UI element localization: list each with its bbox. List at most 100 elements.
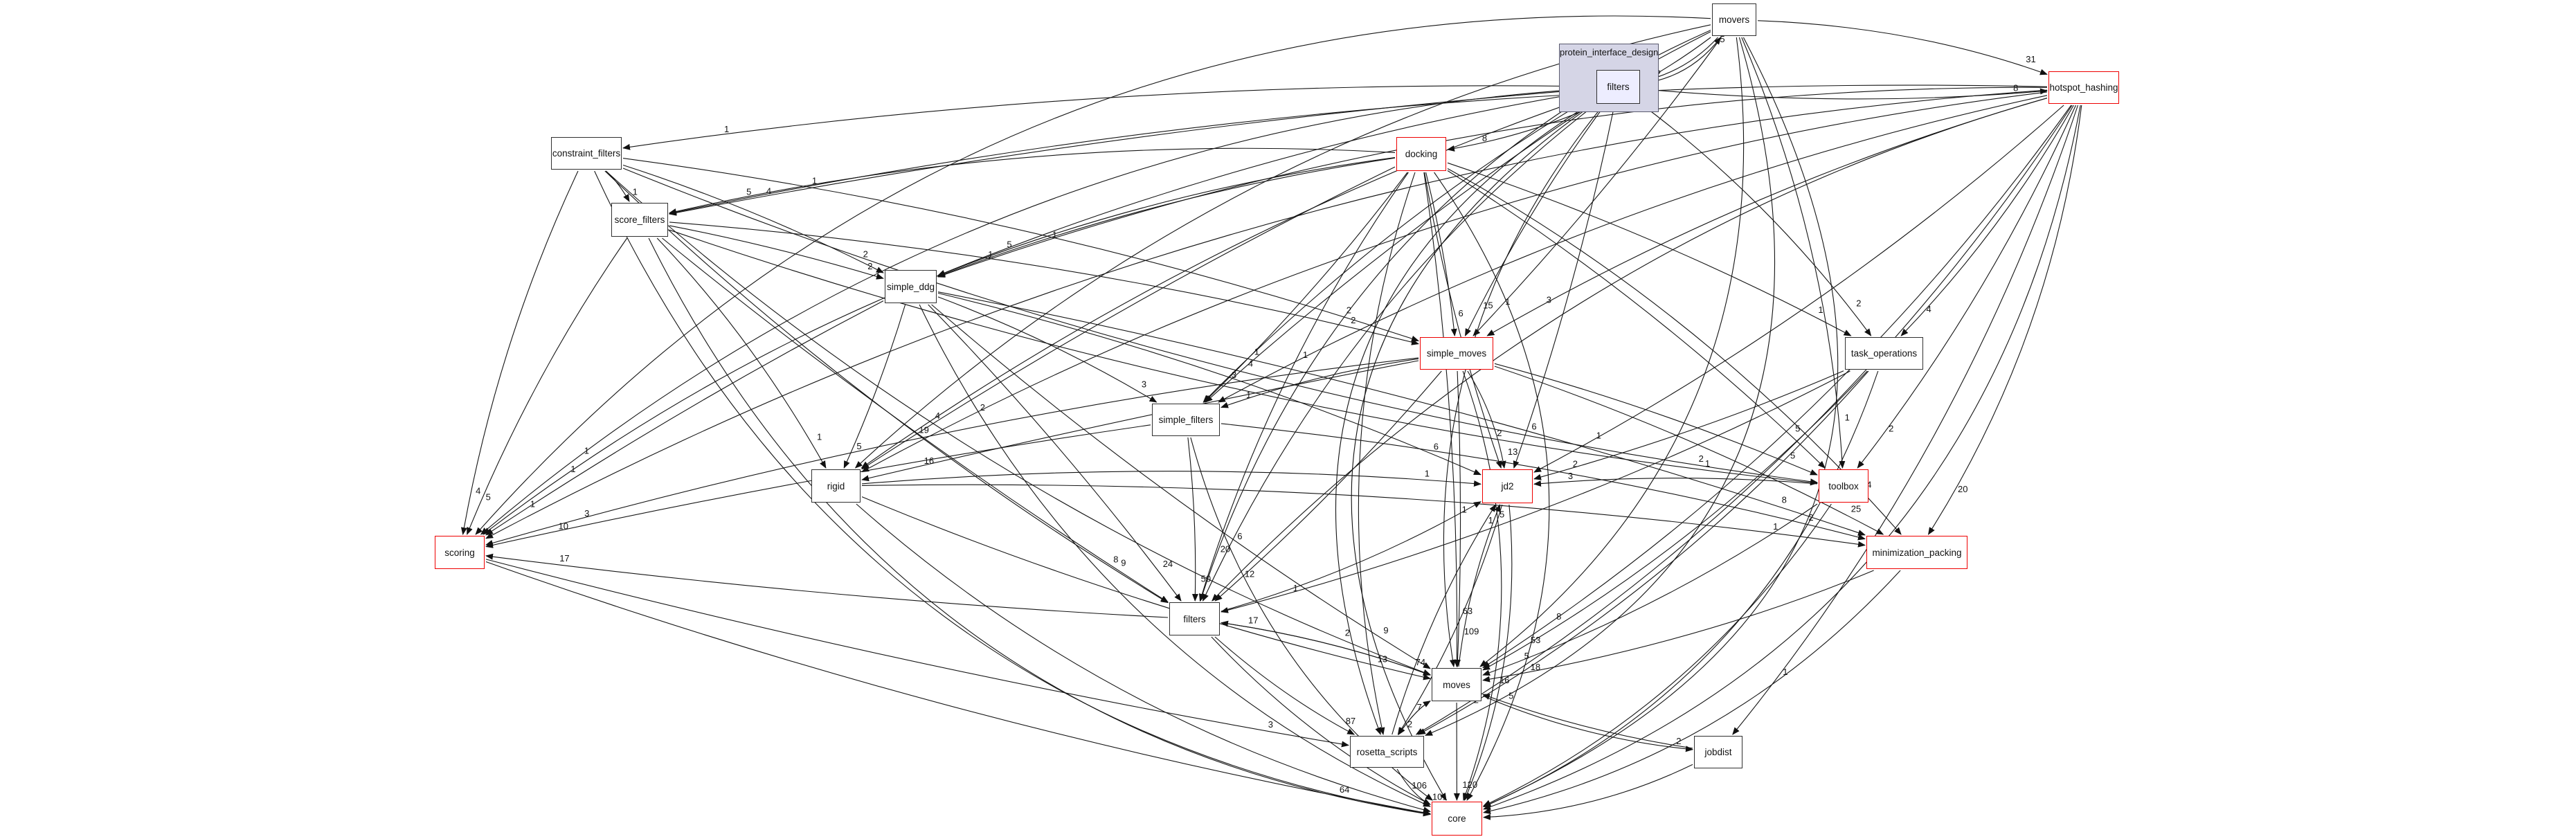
- node-simple_filters[interactable]: simple_filters: [1152, 404, 1220, 436]
- node-task_operations[interactable]: task_operations: [1845, 337, 1923, 370]
- edge-count-label: 2: [1808, 512, 1813, 523]
- edge-count-label: 8: [2013, 83, 2018, 93]
- edge-filters-to-jd2: [1513, 105, 1615, 469]
- edge-count-label: 8: [1556, 611, 1561, 622]
- edge-filters-to-task_operations: [1641, 104, 1872, 336]
- edge-simple_ddg-to-filters: [928, 304, 1182, 602]
- edge-hotspot_hashing-to-score_filters: [669, 84, 2048, 215]
- node-scoring[interactable]: scoring: [435, 536, 485, 569]
- node-rosetta_scripts[interactable]: rosetta_scripts: [1350, 736, 1424, 768]
- node-core[interactable]: core: [1432, 802, 1482, 836]
- edge-count-label: 1: [1462, 505, 1467, 515]
- edge-count-label: 19: [919, 425, 928, 435]
- edge-count-label: 101: [1432, 791, 1448, 802]
- edge-count-label: 5: [1499, 509, 1504, 520]
- edge-hotspot_hashing-to-simple_moves: [1486, 98, 2048, 336]
- edge-count-label: 1: [988, 249, 993, 260]
- node-simple_ddg[interactable]: simple_ddg: [885, 270, 937, 303]
- edge-docking-to-jd2: [1424, 172, 1502, 469]
- node-simple_moves[interactable]: simple_moves: [1420, 337, 1493, 370]
- edge-count-label: 6: [1459, 308, 1463, 318]
- edge-minimization_packing-to-core: [1483, 570, 1901, 814]
- cluster-label[interactable]: protein_interface_design: [1560, 47, 1659, 57]
- edge-movers-to-rosetta_scripts: [1425, 37, 1776, 736]
- edge-jobdist-to-moves: [1482, 694, 1693, 749]
- edge-simple_ddg-to-scoring: [485, 300, 884, 536]
- edge-filters-to-filters: [1203, 104, 1596, 602]
- edge-movers-to-scoring: [475, 15, 1711, 535]
- edge-count-label: 17: [1248, 615, 1258, 625]
- edge-rigid-to-moves: [861, 496, 1431, 680]
- node-movers[interactable]: movers: [1712, 3, 1756, 36]
- edge-count-label: 1: [1488, 515, 1493, 525]
- edge-count-label: 6: [1237, 531, 1242, 541]
- edge-score_filters-to-filters: [662, 237, 1169, 603]
- node-toolbox[interactable]: toolbox: [1819, 469, 1868, 503]
- edge-simple_ddg-to-rigid: [843, 304, 906, 469]
- edge-count-label: 2: [1497, 428, 1502, 438]
- edge-count-label: 1: [1773, 521, 1778, 532]
- edge-count-label: 5: [856, 441, 861, 451]
- edge-count-label: 5: [1795, 424, 1800, 434]
- edge-count-label: 4: [476, 485, 480, 496]
- edge-filters-to-constraint_filters: [622, 85, 1596, 150]
- edge-count-label: 1: [1596, 431, 1601, 441]
- node-docking[interactable]: docking: [1396, 137, 1446, 171]
- edge-jd2-to-rosetta_scripts: [1397, 504, 1503, 735]
- edge-filters-to-rosetta_scripts: [1214, 636, 1355, 735]
- node-moves[interactable]: moves: [1432, 668, 1481, 701]
- edge-toolbox-to-jd2: [1533, 478, 1818, 487]
- edge-simple_ddg-to-jd2: [937, 292, 1481, 476]
- edge-hotspot_hashing-to-rosetta_scripts: [1415, 105, 2073, 735]
- edge-simple_moves-to-minimization_packing: [1494, 366, 1884, 535]
- edge-task_operations-to-jd2: [1533, 370, 1844, 480]
- edge-count-label: 2: [863, 249, 868, 259]
- node-filters[interactable]: filters: [1169, 602, 1220, 635]
- edge-count-label: 63: [1463, 606, 1472, 616]
- node-score_filters[interactable]: score_filters: [611, 203, 668, 237]
- edge-count-label: 1: [1303, 350, 1308, 360]
- edge-count-label: 2: [1699, 453, 1704, 464]
- edge-count-label: 1: [1425, 469, 1430, 479]
- node-jobdist[interactable]: jobdist: [1694, 736, 1742, 768]
- edge-hotspot_hashing-to-scoring: [485, 89, 2048, 539]
- edge-count-label: 3: [1232, 370, 1236, 380]
- edge-movers-to-toolbox: [1741, 37, 1846, 469]
- edge-minimization_packing-to-moves: [1482, 570, 1874, 683]
- edge-count-label: 13: [1378, 653, 1387, 664]
- edge-score_filters-to-scoring: [467, 237, 628, 535]
- edge-hotspot_hashing-to-simple_ddg: [937, 87, 2048, 278]
- edge-docking-to-rosetta_scripts: [1358, 172, 1416, 735]
- node-hotspot_hashing[interactable]: hotspot_hashing: [2048, 71, 2119, 104]
- edge-hotspot_hashing-to-simple_filters: [1218, 95, 2048, 403]
- edge-count-label: 9: [1121, 557, 1126, 568]
- edge-hotspot_hashing-to-rigid: [861, 91, 2048, 473]
- node-jd2[interactable]: jd2: [1482, 469, 1533, 503]
- edge-count-label: 16: [924, 455, 934, 466]
- edge-count-label: 2: [1676, 736, 1681, 746]
- edge-toolbox-to-moves: [1482, 503, 1818, 676]
- edge-count-label: 106: [1412, 780, 1427, 791]
- edge-simple_moves-to-moves: [1454, 370, 1461, 667]
- edge-simple_ddg-to-minimization_packing: [937, 291, 1866, 536]
- edge-count-label: 1: [1293, 583, 1298, 593]
- edge-filters-to-rigid: [861, 94, 1596, 469]
- edge-count-label: 50: [1201, 573, 1211, 584]
- edge-count-label: 17: [559, 553, 569, 563]
- edge-count-label: 5: [486, 492, 491, 503]
- edge-filters-to-jd2: [1221, 501, 1481, 612]
- node-minimization_packing[interactable]: minimization_packing: [1866, 536, 1967, 569]
- edge-count-label: 2: [1407, 719, 1412, 729]
- edge-rigid-to-minimization_packing: [861, 484, 1866, 548]
- edge-count-label: 13: [1508, 446, 1517, 457]
- edge-docking-to-simple_moves: [1425, 172, 1457, 336]
- edge-count-label: 31: [2026, 54, 2035, 64]
- node-filters[interactable]: filters: [1596, 70, 1640, 104]
- edge-count-label: 12: [1245, 568, 1254, 579]
- node-constraint_filters[interactable]: constraint_filters: [551, 137, 622, 170]
- edge-count-label: 3: [1268, 719, 1273, 730]
- node-rigid[interactable]: rigid: [811, 469, 861, 503]
- edge-constraint_filters-to-toolbox: [622, 168, 1818, 485]
- edge-count-label: 7: [1417, 702, 1422, 712]
- edge-count-label: 2: [1573, 458, 1578, 469]
